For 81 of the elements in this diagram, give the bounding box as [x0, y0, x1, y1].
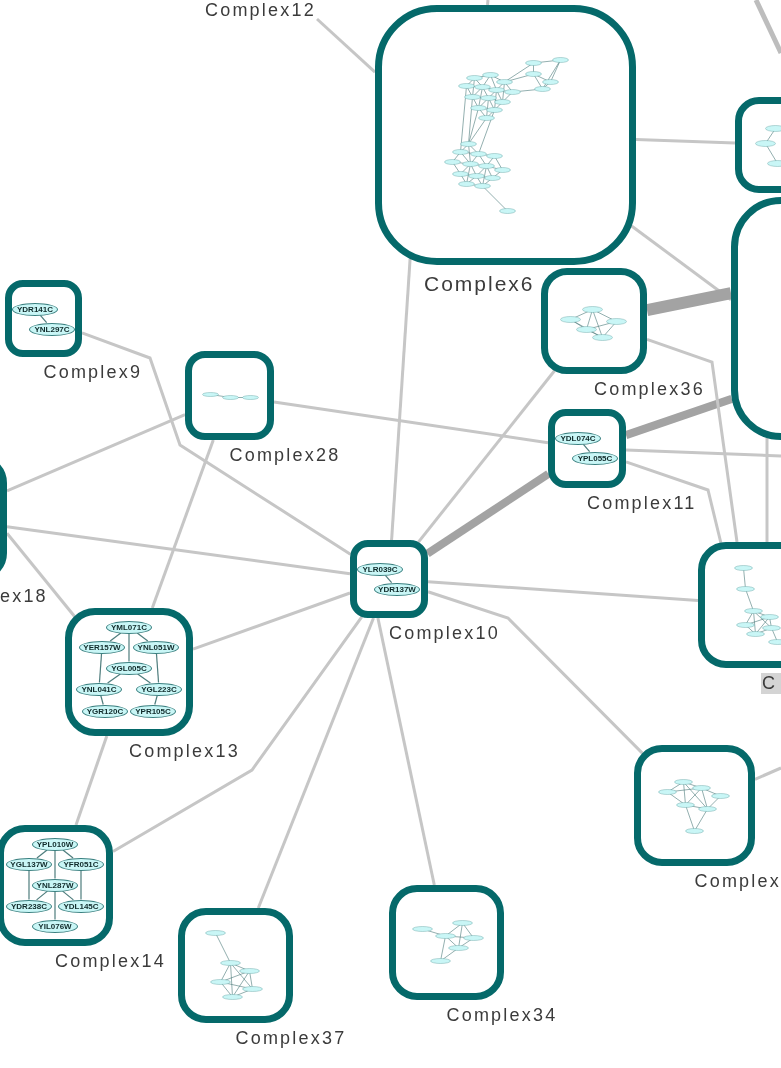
connector-line: [754, 766, 781, 781]
connector-line: [81, 331, 352, 556]
connector-line: [384, 574, 393, 584]
complex-label: Complex37: [235, 1028, 347, 1049]
connector-line: [316, 17, 376, 74]
connector-line: [109, 632, 122, 642]
connector-line: [765, 438, 769, 542]
gene-node: YNL051W: [133, 640, 179, 654]
connector-line: [36, 890, 48, 901]
connector-line: [630, 224, 732, 301]
complex-label: Complex9: [43, 362, 143, 383]
connector-line: [154, 694, 158, 706]
gene-node: YDR137W: [374, 582, 420, 596]
gene-node: YGL137W: [6, 857, 52, 871]
connector-line: [128, 632, 130, 663]
connector-line: [256, 617, 375, 909]
connector-line: [62, 890, 74, 901]
connector-line: [425, 470, 551, 557]
gene-node: YML071C: [106, 620, 152, 634]
connector-line: [150, 439, 215, 609]
complex-label: Complex10: [389, 623, 500, 644]
gene-node: YNL287W: [32, 878, 78, 892]
gene-node: YFR051C: [58, 857, 104, 871]
connector-line: [6, 413, 186, 493]
gene-node: YLR039C: [357, 562, 403, 576]
complex-label: ex18: [0, 586, 48, 607]
connector-line: [6, 525, 351, 576]
gene-node: YDL145C: [58, 899, 104, 913]
complex-label: Complex12: [205, 0, 316, 21]
connector-line: [427, 590, 644, 755]
gene-node: YDR238C: [6, 899, 52, 913]
gene-node: YPL055C: [572, 451, 618, 465]
connector-line: [137, 673, 151, 684]
gene-node: YDL074C: [555, 431, 601, 445]
connector-line: [582, 443, 591, 453]
connector-line: [427, 580, 699, 603]
connector-line: [625, 448, 781, 458]
connector-line: [635, 138, 736, 145]
connector-line: [54, 890, 56, 921]
connector-line: [62, 849, 74, 859]
connector-line: [273, 400, 549, 445]
connector-line: [390, 258, 412, 541]
gene-node: YPR105C: [130, 704, 176, 718]
gene-node: YNL041C: [76, 682, 122, 696]
connector-line: [486, 0, 490, 6]
complex-label: Complex28: [229, 445, 341, 466]
connector-line: [28, 869, 30, 901]
gene-node: YDR141C: [12, 302, 58, 316]
complex-label: Complex: [694, 871, 781, 892]
connector-line: [54, 849, 56, 880]
connector-line: [98, 652, 103, 684]
connector-line: [155, 652, 160, 684]
complex-label: Complex11: [587, 493, 697, 514]
gene-node: YER157W: [79, 640, 125, 654]
connector-line: [136, 632, 149, 642]
connector-line: [646, 338, 739, 543]
connector-line: [625, 460, 723, 543]
connector-line: [624, 395, 734, 439]
complex-label: Complex13: [129, 741, 240, 762]
connector-line: [112, 616, 363, 853]
connector-line: [107, 673, 121, 684]
complex-label: Complex14: [55, 951, 166, 972]
connector-line: [80, 869, 82, 901]
connector-line: [192, 591, 351, 651]
gene-node: YPL010W: [32, 837, 78, 851]
gene-node: YNL297C: [29, 322, 75, 336]
gene-node: YGL005C: [106, 661, 152, 675]
connector-line: [645, 287, 733, 317]
complex-label: Complex6: [424, 272, 535, 296]
connector-line: [5, 532, 76, 618]
gene-node: YIL076W: [32, 919, 78, 933]
connector-line: [417, 369, 556, 544]
connector-line: [376, 617, 436, 886]
connector-line: [74, 735, 109, 826]
complex-label: Complex34: [446, 1005, 558, 1026]
connector-line: [39, 314, 48, 324]
complex-label: C: [761, 673, 781, 694]
gene-node: YGR120C: [82, 704, 128, 718]
connector-line: [100, 694, 104, 706]
gene-node: YGL223C: [136, 682, 182, 696]
complex-label: Complex36: [594, 379, 705, 400]
